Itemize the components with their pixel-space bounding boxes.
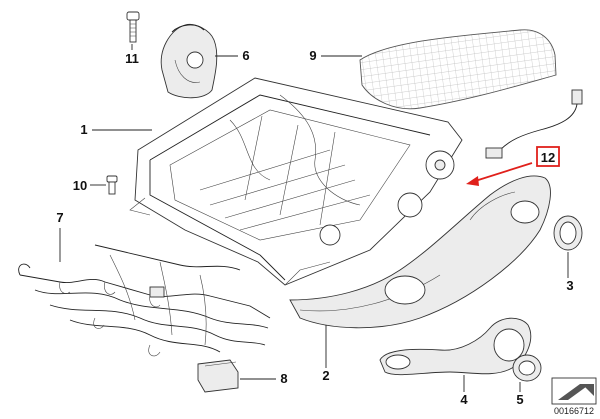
part-1-seat-frame [129, 77, 463, 286]
part-6-cover [160, 23, 218, 99]
part-11-bolt [126, 11, 140, 43]
part-12-wiring-harness [485, 89, 583, 159]
callout-4: 4 [460, 392, 468, 407]
part-9-mesh-pad [359, 29, 557, 110]
callout-10: 10 [73, 178, 87, 193]
callout-11: 11 [125, 51, 139, 66]
callout-1: 1 [80, 122, 87, 137]
part-7-spring-mat [18, 244, 271, 357]
arrow-icon [466, 162, 533, 186]
catalog-stamp [551, 377, 597, 405]
callout-12-highlight-box [536, 146, 560, 167]
callout-2: 2 [322, 368, 329, 383]
bolt-icon [106, 175, 118, 195]
callout-3: 3 [566, 278, 573, 293]
callout-9: 9 [309, 48, 316, 63]
part-5-knob-cap [512, 354, 542, 382]
part-8-connector [197, 359, 239, 393]
callout-7: 7 [56, 210, 63, 225]
catalog-number: 00166712 [554, 406, 594, 416]
part-3-cap [553, 215, 583, 251]
callout-5: 5 [516, 392, 523, 407]
callout-12: 12 [541, 150, 555, 165]
part-2-side-trim [289, 175, 551, 329]
callout-6: 6 [242, 48, 249, 63]
part-4-bezel [379, 317, 532, 376]
callout-8: 8 [280, 371, 287, 386]
